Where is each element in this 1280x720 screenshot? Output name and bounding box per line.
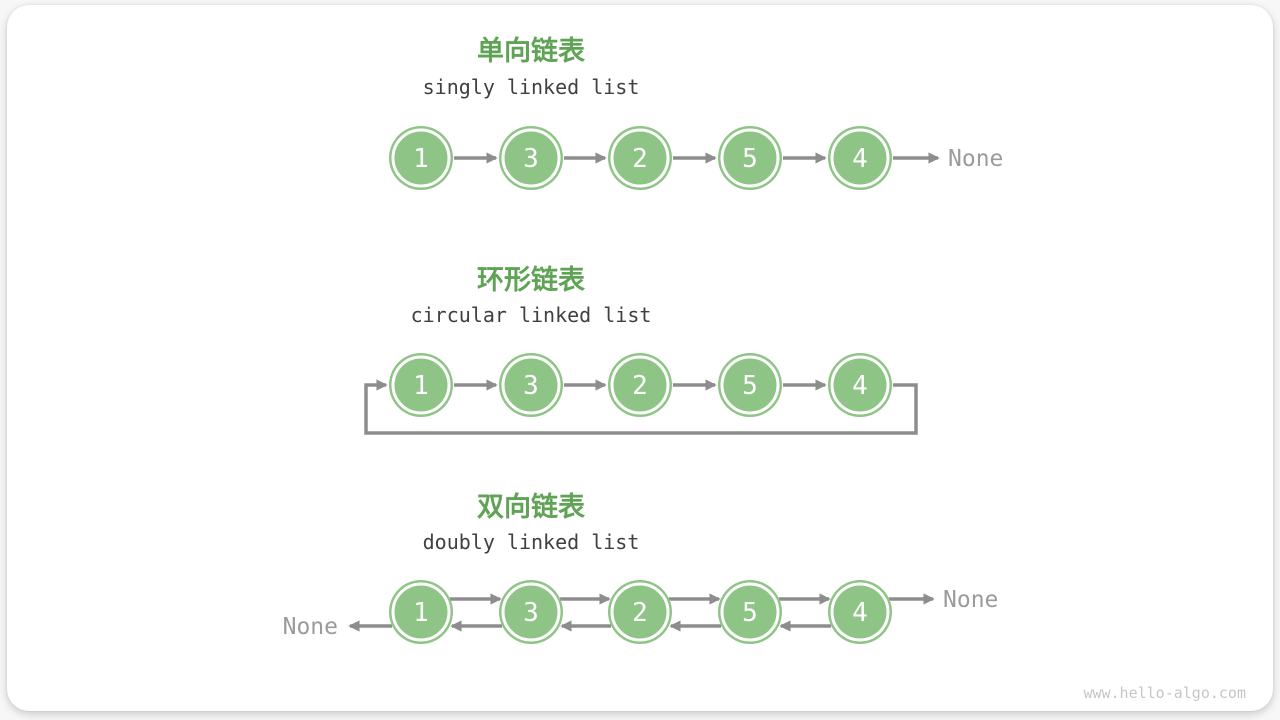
node-circle bbox=[828, 353, 892, 417]
list-node: 1 bbox=[389, 126, 453, 190]
list-node: 4 bbox=[828, 353, 892, 417]
node-circle bbox=[828, 580, 892, 644]
list-node: 1 bbox=[389, 580, 453, 644]
section-title-circular: 环形链表 bbox=[477, 265, 585, 296]
node-value: 5 bbox=[742, 371, 758, 401]
node-circle bbox=[608, 580, 672, 644]
section-title-doubly: 双向链表 bbox=[477, 492, 585, 523]
list-node: 3 bbox=[499, 580, 563, 644]
list-node: 2 bbox=[608, 580, 672, 644]
tail-none-label: None bbox=[943, 587, 998, 613]
section-subtitle-singly: singly linked list bbox=[422, 75, 640, 99]
node-inner-ring bbox=[391, 582, 451, 642]
node-inner-ring bbox=[391, 128, 451, 188]
node-inner-ring bbox=[720, 128, 780, 188]
node-value: 3 bbox=[523, 598, 539, 628]
loop-back-arrow bbox=[364, 379, 918, 435]
node-inner-ring bbox=[830, 582, 890, 642]
node-circle bbox=[499, 126, 563, 190]
node-value: 4 bbox=[852, 371, 868, 401]
list-node: 1 bbox=[389, 353, 453, 417]
tail-none-label: None bbox=[948, 146, 1003, 172]
node-circle bbox=[718, 580, 782, 644]
node-inner-ring bbox=[391, 355, 451, 415]
node-value: 2 bbox=[632, 144, 648, 174]
list-node: 5 bbox=[718, 353, 782, 417]
node-circle bbox=[718, 353, 782, 417]
node-value: 5 bbox=[742, 598, 758, 628]
node-inner-ring bbox=[610, 128, 670, 188]
list-node: 2 bbox=[608, 353, 672, 417]
node-value: 4 bbox=[852, 144, 868, 174]
node-circle bbox=[389, 580, 453, 644]
node-circle bbox=[608, 126, 672, 190]
watermark: www.hello-algo.com bbox=[1083, 684, 1246, 702]
node-inner-ring bbox=[610, 355, 670, 415]
node-circle bbox=[828, 126, 892, 190]
list-node: 4 bbox=[828, 126, 892, 190]
node-inner-ring bbox=[501, 128, 561, 188]
node-value: 5 bbox=[742, 144, 758, 174]
node-circle bbox=[608, 353, 672, 417]
section-title-singly: 单向链表 bbox=[477, 36, 585, 67]
node-circle bbox=[499, 353, 563, 417]
list-node: 5 bbox=[718, 580, 782, 644]
node-inner-ring bbox=[720, 582, 780, 642]
node-inner-ring bbox=[501, 355, 561, 415]
section-subtitle-circular: circular linked list bbox=[410, 303, 652, 327]
node-value: 1 bbox=[413, 144, 429, 174]
node-inner-ring bbox=[830, 355, 890, 415]
node-circle bbox=[389, 353, 453, 417]
list-node: 3 bbox=[499, 126, 563, 190]
node-value: 1 bbox=[413, 598, 429, 628]
list-node: 2 bbox=[608, 126, 672, 190]
node-value: 2 bbox=[632, 371, 648, 401]
node-value: 1 bbox=[413, 371, 429, 401]
node-inner-ring bbox=[501, 582, 561, 642]
node-value: 4 bbox=[852, 598, 868, 628]
node-circle bbox=[499, 580, 563, 644]
node-circle bbox=[718, 126, 782, 190]
list-node: 3 bbox=[499, 353, 563, 417]
node-inner-ring bbox=[830, 128, 890, 188]
node-value: 3 bbox=[523, 371, 539, 401]
node-value: 3 bbox=[523, 144, 539, 174]
section-subtitle-doubly: doubly linked list bbox=[422, 530, 640, 554]
list-node: 5 bbox=[718, 126, 782, 190]
node-inner-ring bbox=[720, 355, 780, 415]
list-node: 4 bbox=[828, 580, 892, 644]
node-circle bbox=[389, 126, 453, 190]
head-none-label: None bbox=[283, 614, 338, 640]
node-inner-ring bbox=[610, 582, 670, 642]
node-value: 2 bbox=[632, 598, 648, 628]
